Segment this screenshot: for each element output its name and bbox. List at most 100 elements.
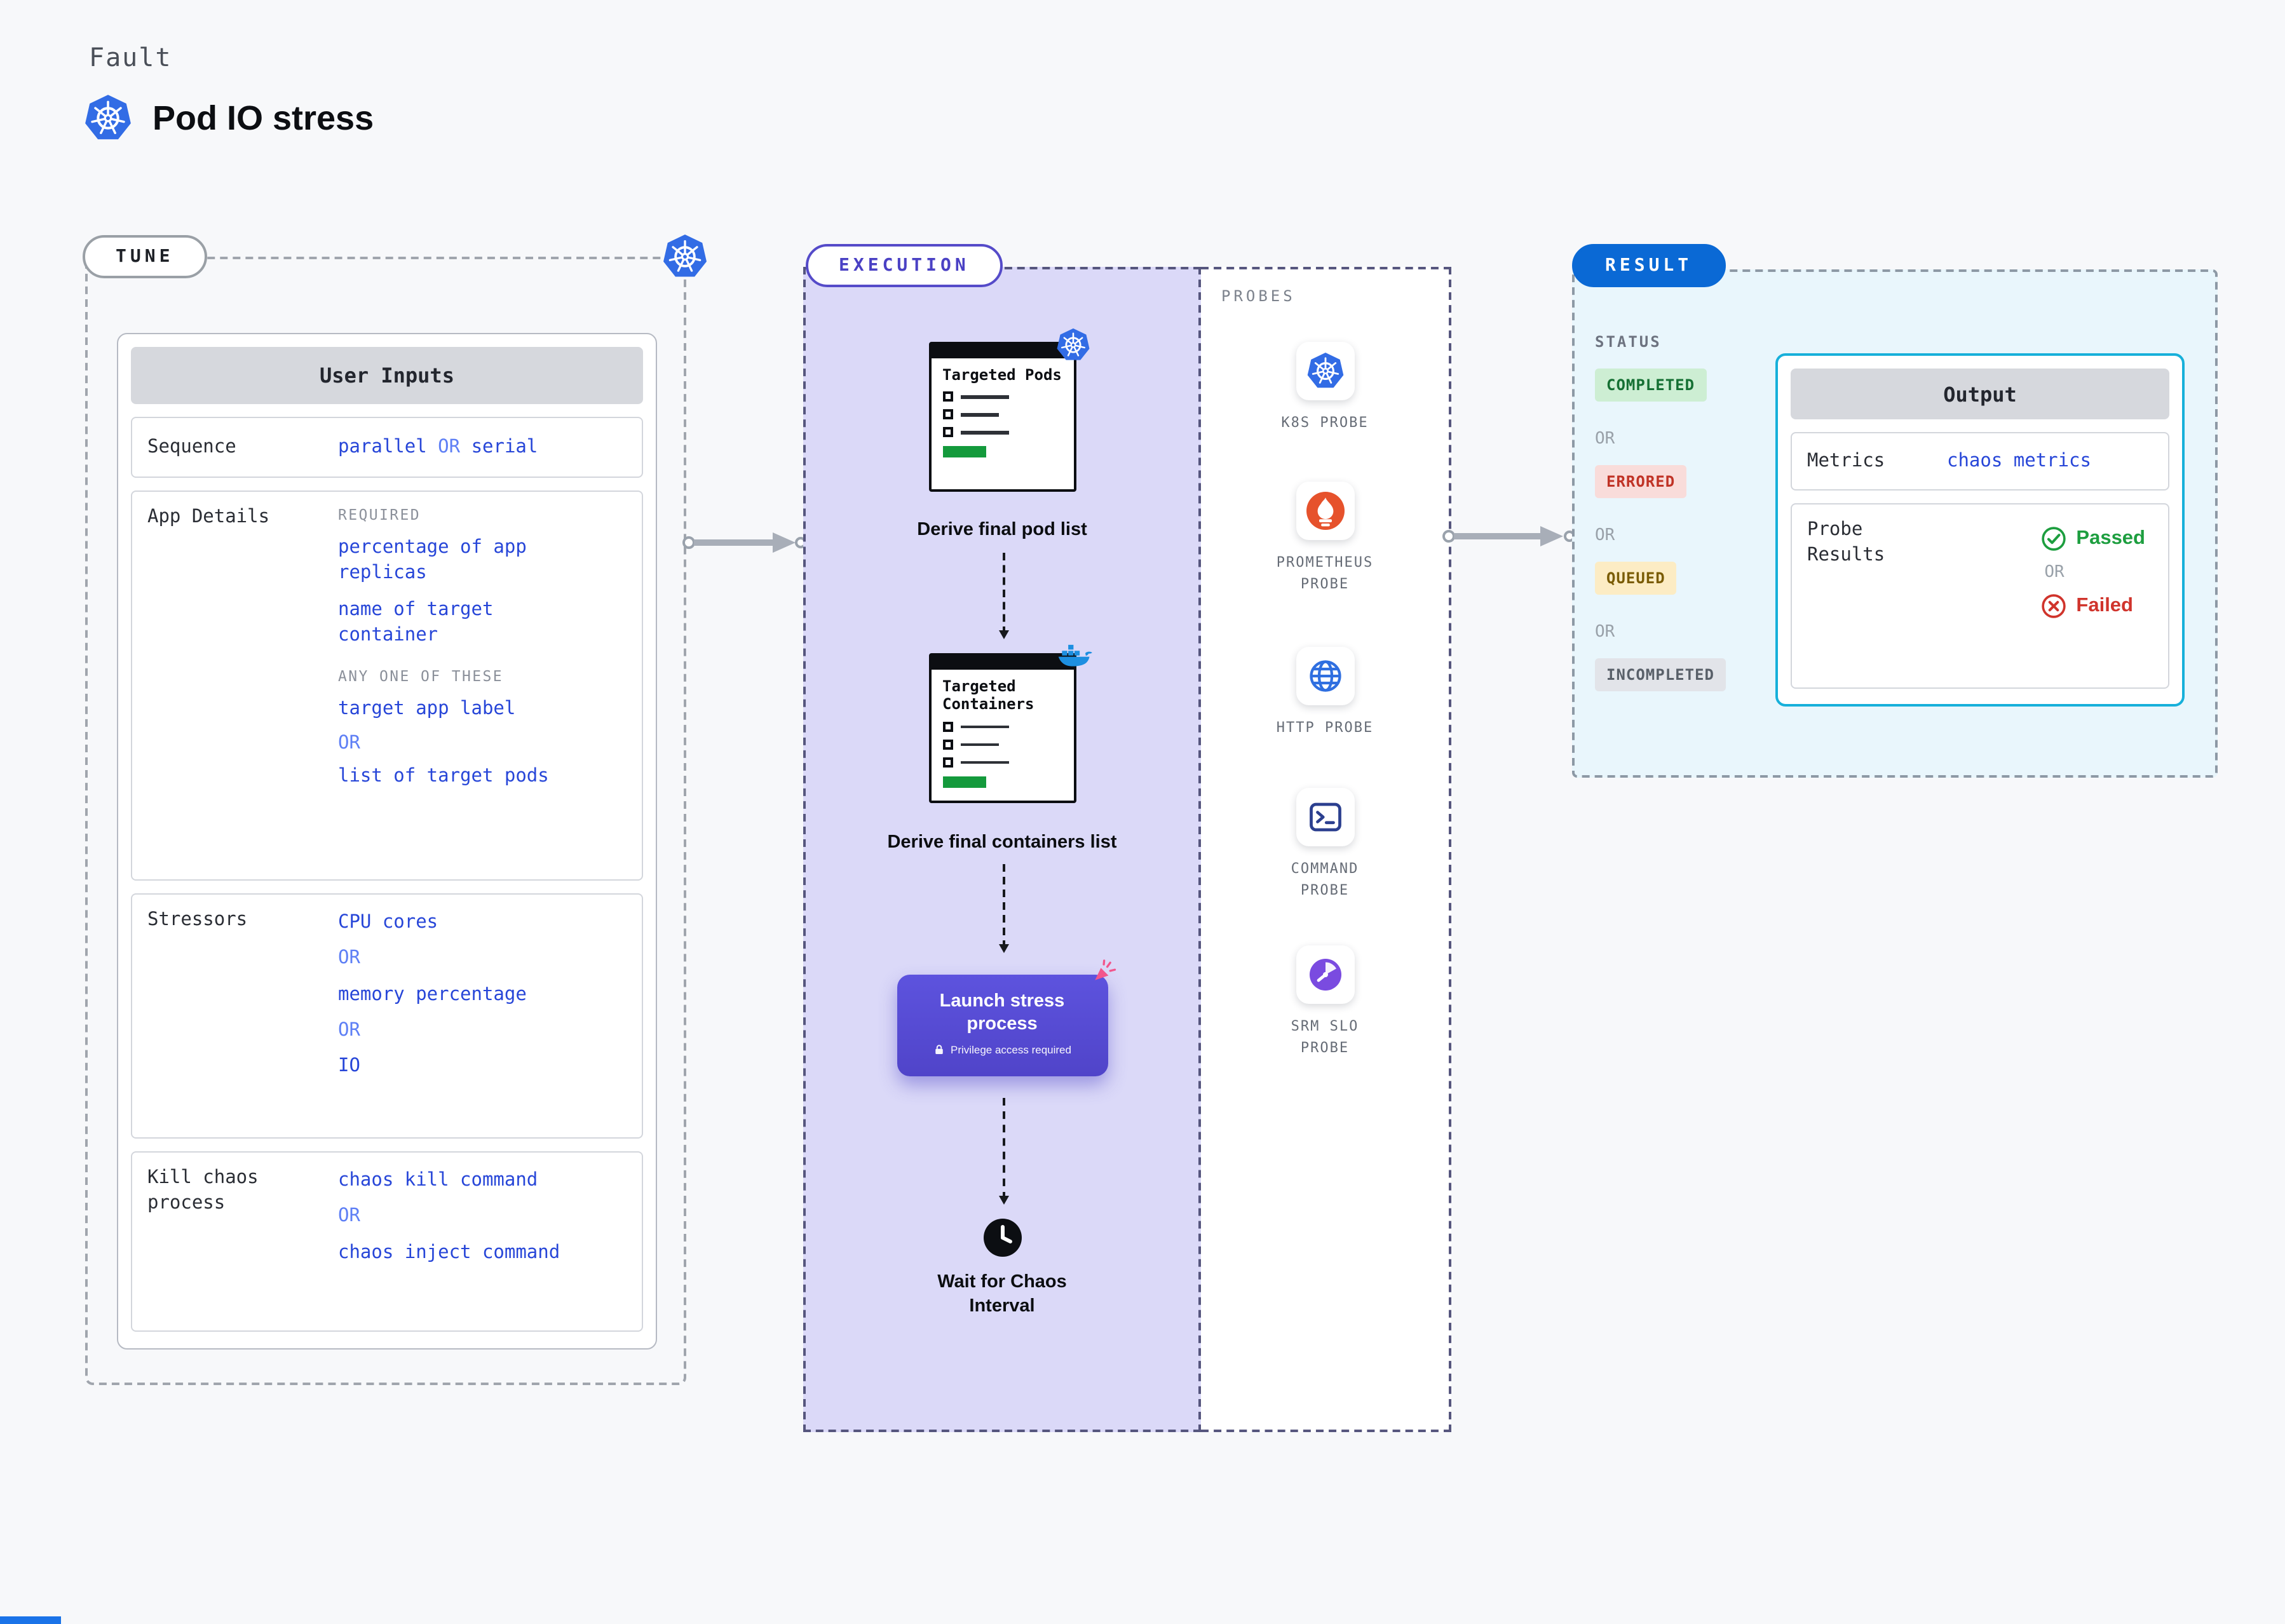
failed-result: Failed	[2039, 592, 2133, 620]
launch-step-label: Launch stress process	[939, 991, 1065, 1035]
targeted-pods-window: Targeted Pods	[928, 342, 1076, 492]
kill-chaos-item: chaos inject command	[338, 1242, 560, 1263]
derive-containers-list-caption: Derive final containers list	[887, 832, 1117, 853]
probe-item-command: COMMAND PROBE	[1201, 788, 1449, 901]
probe-results-values: Passed OR Failed	[2039, 517, 2145, 675]
or-separator: OR	[338, 948, 360, 969]
terminal-icon	[1306, 798, 1344, 836]
failed-label: Failed	[2076, 595, 2133, 616]
kill-chaos-label: Kill chaos process	[147, 1168, 259, 1214]
probe-label: PROMETHEUS PROBE	[1276, 554, 1374, 593]
tune-section	[85, 257, 686, 1385]
or-separator: OR	[438, 436, 461, 457]
checklist-item	[942, 739, 1062, 750]
kubernetes-logo-icon	[84, 94, 132, 142]
or-separator: OR	[1595, 526, 1615, 545]
flow-connector	[998, 553, 1008, 639]
status-badge-errored: ERRORED	[1595, 465, 1687, 498]
slo-gauge-icon	[1306, 956, 1344, 994]
kubernetes-probe-icon	[1296, 342, 1354, 400]
derive-pod-list-caption: Derive final pod list	[917, 520, 1087, 540]
checklist-item	[942, 391, 1062, 402]
status-title: STATUS	[1595, 333, 1662, 351]
stressors-label: Stressors	[147, 910, 248, 930]
metrics-label: Metrics	[1807, 450, 1885, 471]
probe-item-prometheus: PROMETHEUS PROBE	[1201, 482, 1449, 595]
app-details-row: App Details REQUIRED percentage of app r…	[131, 491, 643, 881]
stressor-item: memory percentage	[338, 984, 527, 1005]
prometheus-probe-icon	[1296, 482, 1354, 540]
checklist-item	[942, 757, 1062, 768]
status-badge-queued: QUEUED	[1595, 562, 1677, 595]
probe-label: HTTP PROBE	[1276, 719, 1374, 736]
execution-section: Targeted Pods Derive final pod list Targ…	[803, 267, 1201, 1432]
http-probe-icon	[1296, 647, 1354, 705]
probe-results-row: Probe Results Passed OR Failed	[1791, 503, 2169, 689]
stressors-row: Stressors CPU cores OR memory percentage…	[131, 893, 643, 1139]
output-card: Output Metrics chaos metrics Probe Resul…	[1775, 353, 2185, 707]
page-title: Pod IO stress	[153, 98, 374, 137]
passed-label: Passed	[2076, 527, 2145, 549]
privilege-note-text: Privilege access required	[951, 1043, 1071, 1057]
app-detail-item: percentage of app replicas	[338, 538, 527, 584]
fault-kind-label: Fault	[89, 42, 172, 72]
user-inputs-title: User Inputs	[131, 347, 643, 404]
command-probe-icon	[1296, 788, 1354, 846]
app-detail-item: target app label	[338, 699, 516, 720]
x-circle-icon	[2039, 592, 2067, 620]
checklist-item	[942, 427, 1062, 438]
or-separator: OR	[2044, 563, 2065, 582]
app-detail-item: name of target container	[338, 599, 494, 646]
execution-pill: EXECUTION	[806, 244, 1003, 287]
targeted-containers-window: Targeted Containers	[928, 653, 1076, 803]
bottom-left-blue-bar	[0, 1616, 61, 1624]
sequence-option-parallel: parallel	[338, 436, 427, 457]
sequence-option-serial: serial	[471, 436, 538, 457]
window-titlebar	[931, 656, 1073, 670]
window-titlebar	[931, 344, 1073, 358]
launch-stress-process-step: Launch stress process Privilege access r…	[897, 975, 1108, 1076]
page-title-row: Pod IO stress	[84, 94, 374, 142]
metrics-value: chaos metrics	[1947, 451, 2091, 471]
srm-slo-probe-icon	[1296, 945, 1354, 1004]
lock-icon	[933, 1044, 946, 1057]
kubernetes-logo-icon	[1306, 352, 1344, 390]
targeted-pods-title: Targeted Pods	[942, 366, 1062, 384]
wait-step	[980, 1216, 1024, 1264]
or-separator: OR	[338, 733, 360, 754]
or-separator: OR	[338, 1020, 360, 1041]
or-separator: OR	[1595, 430, 1615, 449]
probes-section: PROBES K8S PROBE PROMETHEUS PROBE HTTP P…	[1201, 267, 1451, 1432]
tune-pill: TUNE	[83, 235, 207, 278]
kubernetes-logo-icon	[662, 234, 708, 280]
progress-bar	[942, 776, 986, 788]
flow-connector	[998, 864, 1008, 953]
user-inputs-card: User Inputs Sequence parallel OR serial …	[117, 333, 657, 1350]
any-one-caption: ANY ONE OF THESE	[338, 667, 503, 686]
announce-icon	[1090, 957, 1118, 985]
globe-icon	[1306, 657, 1344, 695]
metrics-row: Metrics chaos metrics	[1791, 432, 2169, 491]
flow-arrow-tune-to-execution	[682, 532, 806, 553]
clock-icon	[983, 1219, 1021, 1257]
targeted-containers-title: Targeted Containers	[942, 677, 1034, 714]
probe-label: K8S PROBE	[1281, 414, 1369, 431]
result-section: STATUS COMPLETED OR ERRORED OR QUEUED OR…	[1572, 269, 2218, 778]
flow-arrow-execution-to-result	[1442, 526, 1575, 546]
probe-item-http: HTTP PROBE	[1201, 647, 1449, 738]
checklist-item	[942, 409, 1062, 420]
check-circle-icon	[2039, 525, 2067, 553]
progress-bar	[942, 446, 986, 458]
probe-item-k8s: K8S PROBE	[1201, 342, 1449, 433]
stressor-item: CPU cores	[338, 912, 438, 933]
kill-chaos-row: Kill chaos process chaos kill command OR…	[131, 1151, 643, 1332]
status-badge-incompleted: INCOMPLETED	[1595, 658, 1726, 691]
kill-chaos-item: chaos kill command	[338, 1170, 538, 1191]
sequence-label: Sequence	[147, 436, 236, 457]
probe-item-srm-slo: SRM SLO PROBE	[1201, 945, 1449, 1059]
kubernetes-badge-icon	[1055, 328, 1090, 362]
app-details-label: App Details	[147, 507, 270, 527]
or-separator: OR	[1595, 623, 1615, 642]
privilege-note: Privilege access required	[897, 1044, 1108, 1057]
